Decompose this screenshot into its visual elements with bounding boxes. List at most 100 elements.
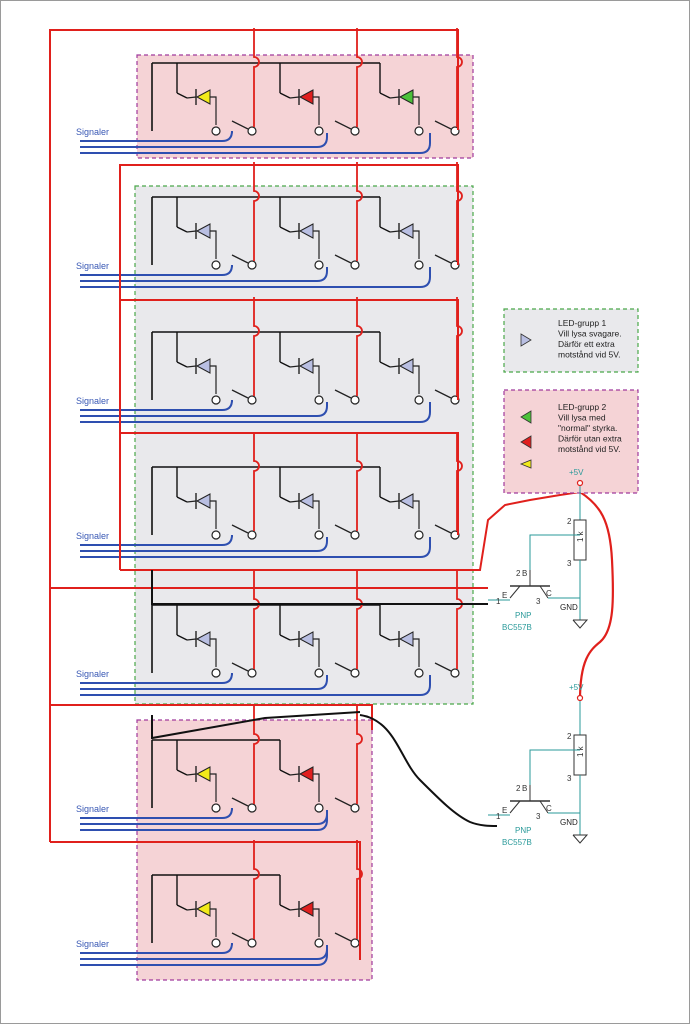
pin-B: B	[522, 784, 527, 793]
switch-contact	[211, 803, 221, 813]
led-lead	[379, 634, 391, 641]
switch-contact	[414, 126, 424, 136]
led-lead	[379, 496, 391, 503]
signal-line	[80, 402, 328, 417]
signal-lines	[80, 807, 328, 831]
red-column-wire	[253, 840, 260, 939]
led-lead	[379, 361, 391, 368]
transistor-part: BC557B	[502, 623, 532, 632]
signal-line	[80, 807, 233, 819]
transistor-part: BC557B	[502, 838, 532, 847]
switch-lever	[334, 120, 352, 130]
led-lead-2	[186, 230, 197, 233]
led-to-switch	[210, 96, 217, 125]
red-column-wire	[356, 28, 363, 127]
signal-label: Signaler	[76, 396, 109, 406]
led-lead-2	[289, 500, 300, 503]
legend-line: Därför ett extra	[558, 339, 615, 349]
signal-lines	[80, 672, 431, 696]
led-lead	[176, 361, 188, 368]
led-lead-2	[186, 96, 197, 99]
switch-contact	[314, 530, 324, 540]
led-to-switch	[413, 365, 420, 394]
matrix-row: Signaler	[76, 297, 463, 423]
led-to-switch	[413, 638, 420, 667]
pin-1: 1	[496, 597, 501, 606]
signal-label: Signaler	[76, 531, 109, 541]
led-to-switch	[210, 500, 217, 529]
led-lead-2	[289, 230, 300, 233]
red-column-wire	[356, 432, 363, 531]
led-lead	[379, 92, 391, 99]
switch-contact	[450, 668, 460, 678]
led-lead	[176, 92, 188, 99]
switch-contact	[314, 395, 324, 405]
led-lead	[279, 92, 291, 99]
signal-line	[80, 534, 233, 546]
signal-line	[80, 675, 431, 696]
switch-contact	[350, 260, 360, 270]
switch-lever	[231, 662, 249, 672]
ground-label: GND	[560, 603, 578, 612]
led-to-switch	[413, 96, 420, 125]
red-tx-feed	[463, 491, 581, 571]
switch-contact	[414, 668, 424, 678]
switch-lever	[334, 932, 352, 942]
led-cell	[176, 297, 260, 405]
led-cell	[279, 162, 363, 270]
pin-E: E	[502, 806, 507, 815]
led-lead-2	[186, 773, 197, 776]
resistor-label: 1 k	[576, 745, 585, 757]
signal-line	[80, 537, 328, 552]
black-row6-bus	[151, 711, 361, 740]
switch-lever	[434, 662, 452, 672]
led-lead	[176, 904, 188, 911]
switch-contact	[414, 530, 424, 540]
group2-box-top	[136, 54, 474, 159]
signal-line	[80, 942, 233, 954]
switch-contact	[247, 530, 257, 540]
legend-group2-led-red	[520, 435, 532, 449]
red-column-wire	[356, 297, 363, 396]
black-wire-to-transistor	[359, 714, 498, 827]
legend-line: "normal" styrka.	[558, 423, 617, 433]
signal-label: Signaler	[76, 939, 109, 949]
led-to-switch	[313, 230, 320, 259]
legend-line: LED-grupp 1	[558, 318, 606, 328]
supply-node	[576, 694, 584, 702]
switch-contact	[314, 260, 324, 270]
resistor-pin: 3	[567, 559, 572, 568]
red-supply-wire	[578, 491, 615, 701]
base-wire	[529, 534, 580, 570]
red-bus-row2	[119, 164, 459, 570]
switch-lever	[231, 524, 249, 534]
switch-contact	[350, 938, 360, 948]
switch-contact	[350, 126, 360, 136]
switch-contact	[314, 126, 324, 136]
switch-lever	[334, 254, 352, 264]
signal-line	[80, 267, 328, 282]
red-bus-row3	[120, 299, 459, 400]
resistor-label: 1 k	[576, 530, 585, 542]
led-lead	[279, 226, 291, 233]
legend-group1-led-icon	[520, 333, 532, 347]
led-lead-2	[186, 908, 197, 911]
black-row5-bus	[151, 570, 488, 605]
led-lead-2	[389, 638, 400, 641]
led-lead-2	[389, 365, 400, 368]
signal-line	[80, 810, 328, 831]
red-column-wire	[253, 297, 260, 396]
led-lead-2	[186, 365, 197, 368]
led-to-switch	[313, 96, 320, 125]
red-bus-row4	[120, 432, 459, 535]
matrix-row: Signaler	[76, 840, 363, 966]
led-cell	[176, 705, 260, 813]
switch-contact	[314, 668, 324, 678]
matrix-row: Signaler	[76, 28, 463, 154]
pin-2: 2	[516, 569, 521, 578]
legend-line: Vill lysa med	[558, 413, 606, 423]
transistor-collector	[539, 585, 549, 599]
transistor-emitter	[509, 800, 521, 814]
